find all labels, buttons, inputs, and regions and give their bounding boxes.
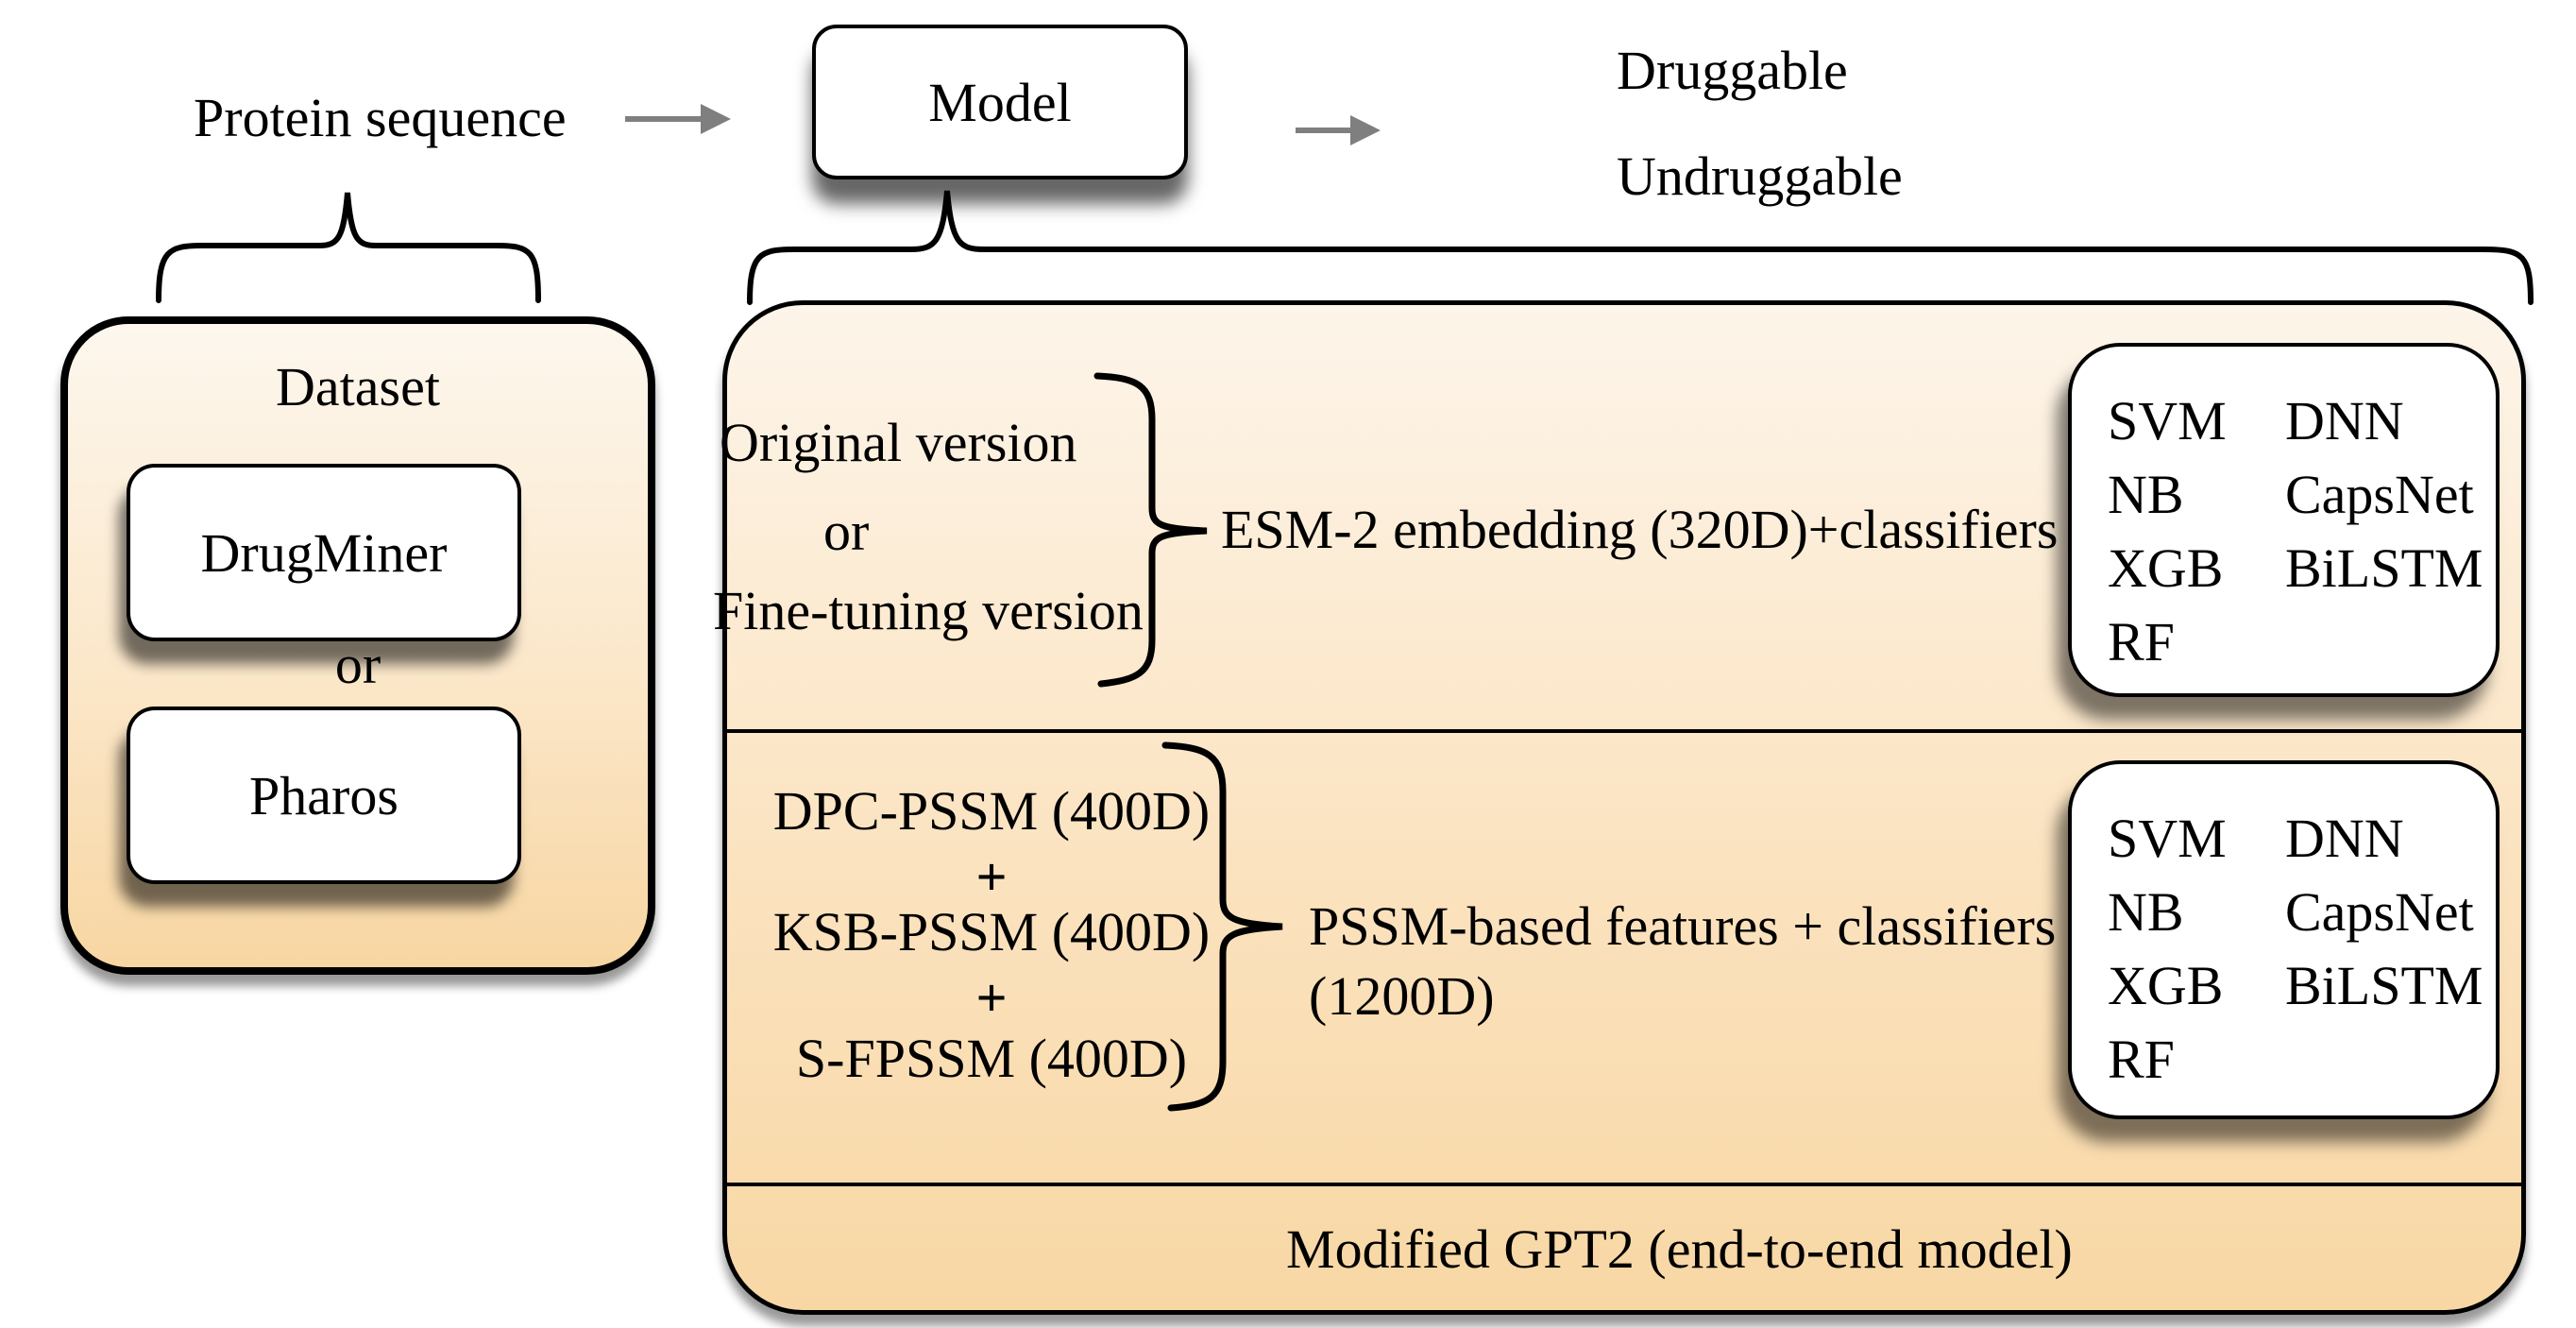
- classifier-row: SVM DNN: [2108, 384, 2496, 458]
- druggable-label: Druggable: [1617, 40, 1848, 101]
- arrow-right-icon: [1296, 115, 1381, 145]
- classifier-item: CapsNet: [2285, 464, 2474, 525]
- model-label: Model: [928, 71, 1072, 133]
- esm-or-label: or: [823, 501, 870, 562]
- section-divider-1: [727, 729, 2521, 733]
- pharos-box: Pharos: [127, 707, 521, 884]
- dataset-panel: Dataset DrugMiner or Pharos: [60, 316, 655, 975]
- undruggable-label: Undruggable: [1617, 145, 1903, 207]
- original-version-label: Original version: [720, 412, 1077, 473]
- classifier-item: XGB: [2108, 955, 2224, 1016]
- classifier-item: XGB: [2108, 537, 2224, 599]
- classifier-item: DNN: [2285, 808, 2404, 869]
- model-box: Model: [812, 25, 1188, 179]
- classifier-item: NB: [2108, 881, 2184, 943]
- classifier-row: XGB BiLSTM: [2108, 949, 2496, 1023]
- pssm-features-brace: [1161, 741, 1283, 1112]
- ksb-pssm-label: KSB-PSSM (400D): [772, 901, 1211, 962]
- classifier-box-pssm: SVM DNN NB CapsNet XGB BiLSTM RF: [2068, 760, 2500, 1119]
- dataset-brace: [156, 192, 541, 303]
- classifier-row: SVM DNN: [2108, 802, 2496, 876]
- gpt2-label: Modified GPT2 (end-to-end model): [1286, 1218, 2073, 1280]
- classifier-box-esm: SVM DNN NB CapsNet XGB BiLSTM RF: [2068, 343, 2500, 697]
- classifier-row: NB CapsNet: [2108, 458, 2496, 532]
- plus-icon: +: [975, 967, 1008, 1029]
- classifier-item: DNN: [2285, 390, 2404, 451]
- plus-icon: +: [975, 846, 1008, 908]
- drugminer-box: DrugMiner: [127, 464, 521, 641]
- protein-sequence-label: Protein sequence: [194, 87, 567, 148]
- esm-embedding-label: ESM-2 embedding (320D)+classifiers: [1221, 499, 2059, 560]
- classifier-item: SVM: [2108, 808, 2227, 869]
- arrow-right-icon: [625, 104, 731, 134]
- model-brace: [747, 190, 2534, 305]
- section-divider-2: [727, 1183, 2521, 1186]
- dataset-or-label: or: [334, 634, 381, 695]
- classifier-item: BiLSTM: [2285, 537, 2483, 599]
- fine-tuning-version-label: Fine-tuning version: [713, 580, 1144, 641]
- pssm-features-label-line1: PSSM-based features + classifiers: [1309, 895, 2057, 957]
- s-fpssm-label: S-FPSSM (400D): [795, 1028, 1188, 1089]
- classifier-item: SVM: [2108, 390, 2227, 451]
- classifier-item: RF: [2108, 1029, 2175, 1090]
- pharos-label: Pharos: [249, 764, 398, 826]
- classifier-row: RF: [2108, 605, 2496, 679]
- classifier-row: RF: [2108, 1023, 2496, 1097]
- classifier-row: NB CapsNet: [2108, 876, 2496, 949]
- classifier-item: BiLSTM: [2285, 955, 2483, 1016]
- esm-variants-brace: [1093, 372, 1208, 688]
- classifier-row: XGB BiLSTM: [2108, 532, 2496, 605]
- drugminer-label: DrugMiner: [200, 521, 448, 584]
- dpc-pssm-label: DPC-PSSM (400D): [772, 780, 1211, 842]
- dataset-title: Dataset: [276, 356, 440, 417]
- pssm-features-label-line2: (1200D): [1309, 965, 1495, 1027]
- classifier-item: NB: [2108, 464, 2184, 525]
- classifier-item: RF: [2108, 611, 2175, 673]
- classifier-item: CapsNet: [2285, 881, 2474, 943]
